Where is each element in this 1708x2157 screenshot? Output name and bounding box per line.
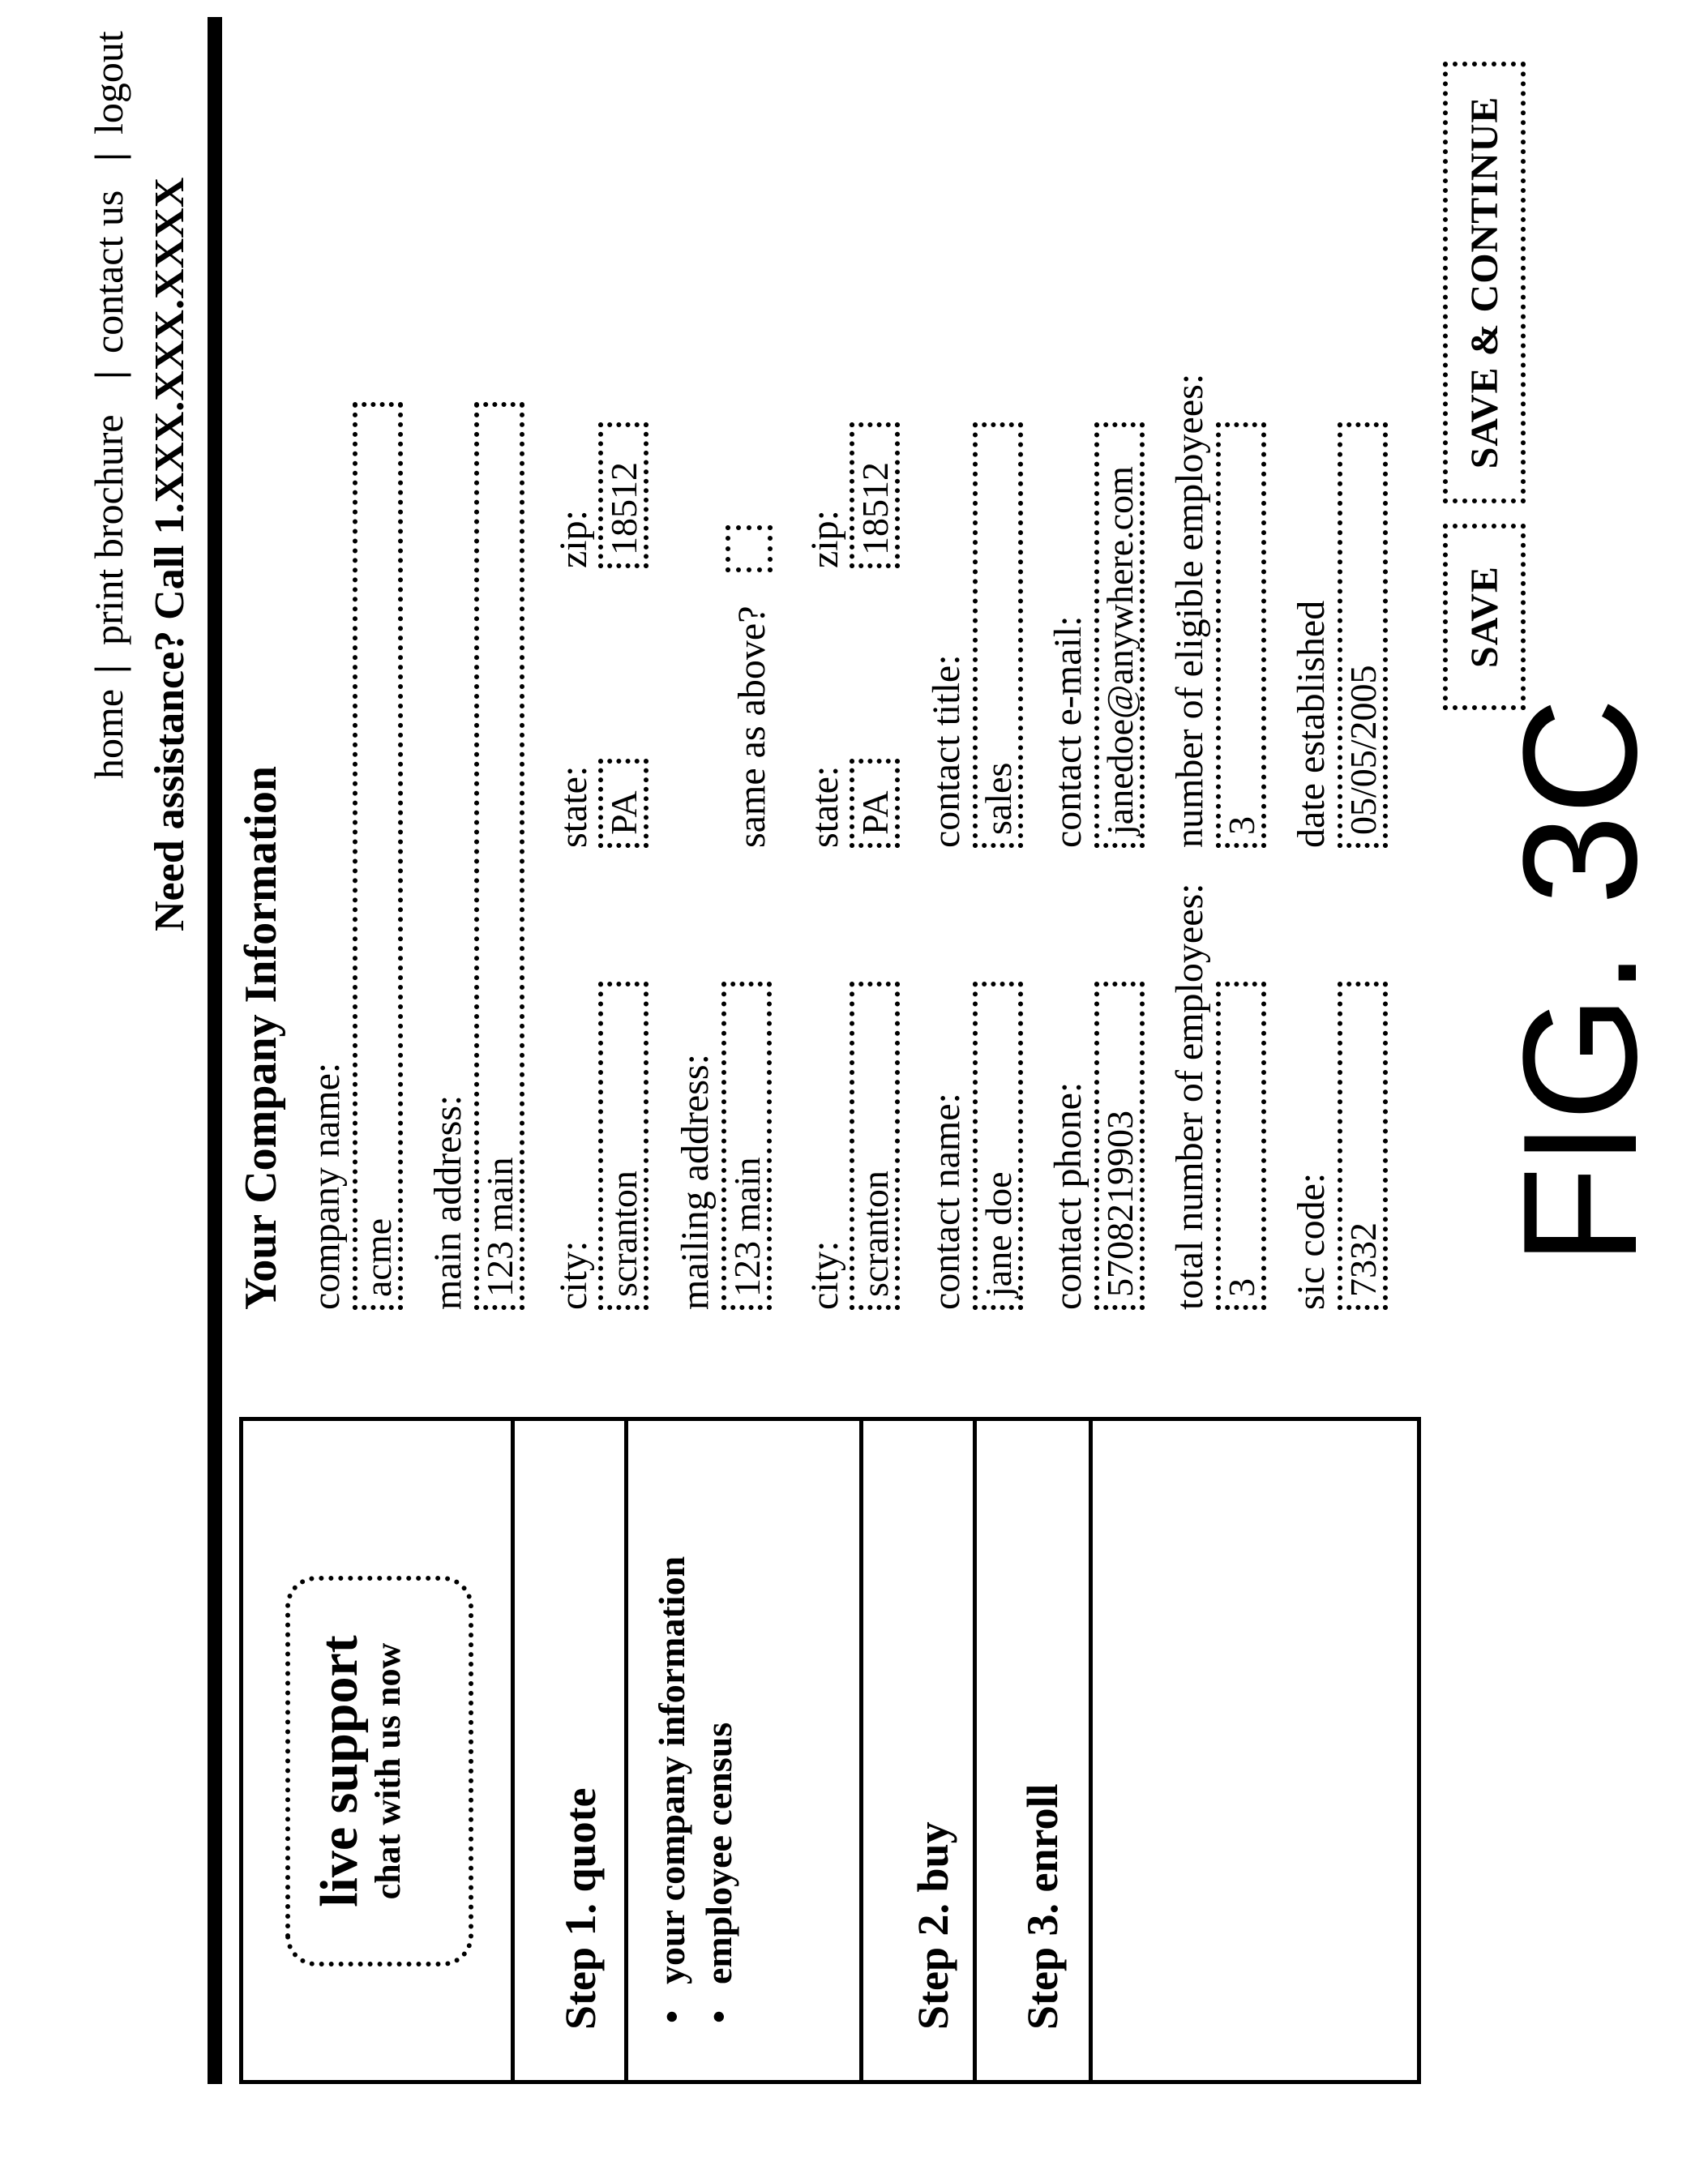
nav-separator: | [86,664,131,674]
sic-code-input[interactable]: 7332 [1338,982,1388,1310]
main-address-label: main address: [426,1094,469,1310]
contact-phone-label: contact phone: [1047,1081,1089,1310]
bullet-icon: • [651,2009,692,2023]
company-name-input[interactable]: acme [353,402,403,1310]
mail-city-input[interactable]: scranton [850,982,900,1310]
live-support-button[interactable]: live support chat with us now [285,1576,473,1967]
eligible-employees-label: number of eligible employees: [1168,373,1211,848]
sidebar-divider [973,1421,977,2080]
live-support-subtitle: chat with us now [368,1642,409,1900]
city-input[interactable]: scranton [598,982,649,1310]
contact-name-input[interactable]: jane doe [973,982,1023,1310]
eligible-employees-input[interactable]: 3 [1216,422,1266,848]
contact-email-input[interactable]: janedoe@anywhere.com [1094,422,1145,848]
mail-zip-label: zip: [803,510,846,568]
figure-label: FIG. 3C [1490,697,1671,1265]
contact-email-label: contact e-mail: [1047,615,1089,848]
mailing-address-label: mailing address: [674,1054,717,1310]
sidebar-divider [624,1421,628,2080]
total-employees-input[interactable]: 3 [1216,982,1266,1310]
bullet-icon: • [697,2009,739,2023]
nav-separator: | [86,370,131,379]
sic-code-label: sic code: [1290,1172,1333,1310]
nav-home-link[interactable]: home [86,688,131,779]
sidebar-divider [859,1421,863,2080]
sidebar-step-quote[interactable]: Step 1. quote [556,1787,605,2030]
contact-phone-input[interactable]: 5708219903 [1094,982,1145,1310]
assistance-phone-banner: Need assistance? Call 1.XXX.XXX.XXXX [147,177,193,931]
live-support-title: live support [310,1635,369,1907]
sidebar-item-employee-census[interactable]: •employee census [696,1556,743,2023]
nav-contact-us-link[interactable]: contact us [86,190,131,353]
nav-print-brochure-link[interactable]: print brochure [86,414,131,645]
sidebar-divider [511,1421,515,2080]
same-as-above-label: same as above? [730,606,773,848]
contact-name-label: contact name: [925,1093,968,1310]
header-divider [208,17,222,2084]
date-established-input[interactable]: 05/05/2005 [1338,422,1388,848]
save-button[interactable]: SAVE [1443,524,1526,710]
zip-input[interactable]: 18512 [598,422,649,568]
sidebar-step-enroll[interactable]: Step 3. enroll [1018,1783,1067,2030]
company-name-label: company name: [305,1062,348,1310]
state-label: state: [552,765,595,848]
sidebar-panel: live support chat with us now Step 1. qu… [239,1417,1421,2084]
mailing-address-input[interactable]: 123 main [721,982,772,1310]
main-address-input[interactable]: 123 main [474,402,524,1310]
sidebar-step-buy[interactable]: Step 2. buy [909,1821,957,2030]
mail-state-label: state: [803,765,846,848]
mail-city-label: city: [803,1240,846,1310]
same-as-above-checkbox[interactable] [726,525,773,572]
state-input[interactable]: PA [598,759,649,848]
sidebar-item-your-company-information[interactable]: •your company information [649,1556,696,2023]
mail-zip-input[interactable]: 18512 [850,422,900,568]
zip-label: zip: [552,510,595,568]
sidebar-step1-sublist: •your company information •employee cens… [649,1556,742,2023]
date-established-label: date established [1290,600,1333,848]
nav-separator: | [86,152,131,161]
city-label: city: [552,1240,595,1310]
sidebar-divider [1089,1421,1093,2080]
page-title: Your Company Information [236,765,286,1310]
save-and-continue-button[interactable]: SAVE & CONTINUE [1443,62,1526,503]
nav-logout-link[interactable]: logout [86,31,131,135]
total-employees-label: total number of employees: [1168,883,1211,1310]
mail-state-input[interactable]: PA [850,759,900,848]
contact-title-label: contact title: [925,654,968,848]
contact-title-input[interactable]: sales [973,422,1023,848]
